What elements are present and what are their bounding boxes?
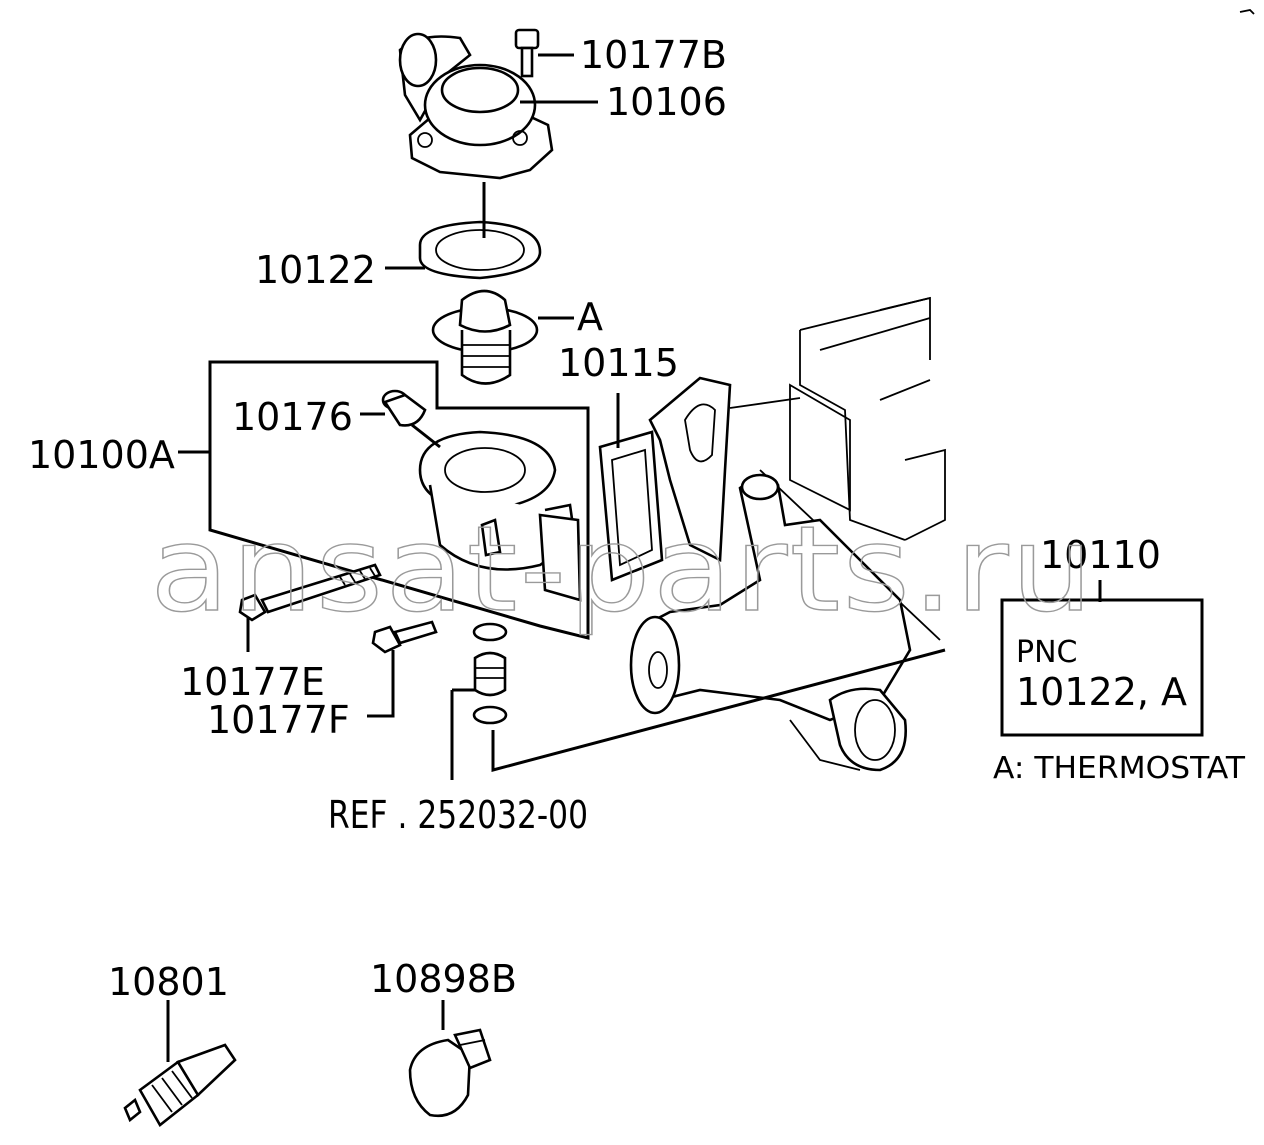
watermark: ansat-parts.ru (150, 500, 1095, 638)
plug-10176 (381, 389, 427, 427)
mount-plate (648, 376, 732, 563)
pnc-title: PNC (1016, 635, 1077, 670)
label-10115: 10115 (558, 341, 679, 385)
label-10177F: 10177F (207, 698, 350, 742)
label-10176: 10176 (232, 395, 353, 439)
label-ref: REF . 252032-00 (328, 793, 588, 837)
gasket-10115 (598, 430, 664, 582)
plug-10898B (408, 1028, 492, 1118)
bolt-10177E (238, 563, 382, 622)
water-pump-10110 (629, 473, 912, 772)
gasket-10122 (418, 220, 542, 280)
sensor-10801 (123, 1043, 237, 1127)
bolt-10177B (514, 28, 540, 78)
label-10801: 10801 (108, 960, 229, 1004)
label-10106: 10106 (606, 80, 727, 124)
label-A: A (577, 295, 603, 339)
o-ring-and-sleeve (472, 622, 508, 725)
engine-block (729, 296, 946, 641)
group-outline-10100A (208, 360, 590, 640)
label-10177B: 10177B (580, 33, 727, 77)
label-10110: 10110 (1040, 533, 1161, 577)
thermostat-cover-10106 (398, 32, 554, 180)
label-10177E: 10177E (180, 660, 325, 704)
thermostat-A (431, 289, 539, 385)
bolt-10177F (371, 620, 438, 654)
pnc-box (1000, 598, 1204, 737)
leader-lines (166, 53, 1102, 1062)
pnc-value: 10122, A (1016, 670, 1187, 714)
corner-mark (1239, 9, 1255, 15)
legend-thermostat: A: THERMOSTAT (993, 751, 1246, 786)
thermostat-housing (418, 430, 582, 602)
label-10122: 10122 (255, 248, 376, 292)
label-10100A: 10100A (28, 433, 175, 477)
label-10898B: 10898B (370, 957, 517, 1001)
